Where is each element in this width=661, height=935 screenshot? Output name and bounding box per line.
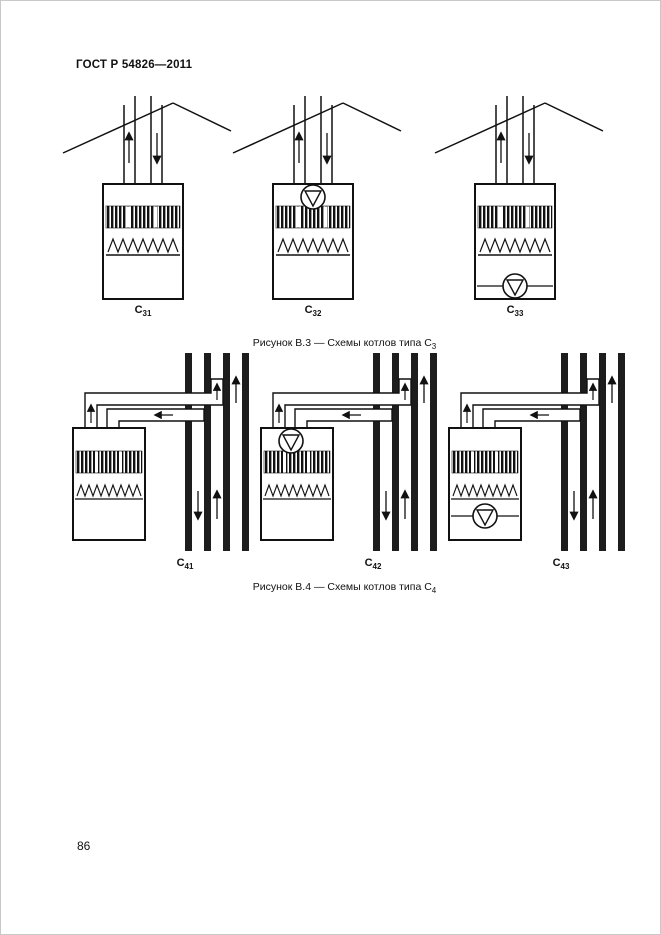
- fan-icon: [472, 503, 498, 529]
- roof-lines: [62, 102, 232, 154]
- diagram-label-c43: С43: [531, 557, 591, 571]
- page-number: 86: [77, 839, 91, 853]
- air-flue-duct-shaft: [185, 353, 249, 551]
- diagram-c31: [61, 89, 236, 324]
- duct-flow-arrows: [381, 375, 429, 521]
- caption-text: Рисунок В.4 — Схемы котлов типа С: [252, 581, 432, 593]
- diagram-label-c31: С31: [113, 304, 173, 318]
- connecting-pipes: [84, 378, 224, 429]
- caption-subscript: 4: [431, 586, 437, 596]
- fan-icon: [300, 184, 326, 210]
- label-base: С: [134, 304, 143, 316]
- diagram-c43: [439, 353, 634, 583]
- figure-b3-caption: Рисунок В.3 — Схемы котлов типа С3: [1, 337, 660, 351]
- diagram-label-c42: С42: [343, 557, 403, 571]
- label-base: С: [364, 557, 373, 569]
- air-flue-duct-shaft: [561, 353, 625, 551]
- pipe-flow-arrows: [86, 382, 222, 423]
- label-subscript: 41: [184, 562, 194, 572]
- air-flue-duct-shaft: [373, 353, 437, 551]
- diagram-label-c33: С33: [485, 304, 545, 318]
- label-base: С: [506, 304, 515, 316]
- diagram-c41: [63, 353, 258, 583]
- caption-text: Рисунок В.3 — Схемы котлов типа С: [252, 337, 432, 349]
- boiler-body: [72, 427, 146, 541]
- flue-flow-arrows: [124, 131, 162, 165]
- label-subscript: 31: [142, 309, 152, 319]
- diagram-label-c32: С32: [283, 304, 343, 318]
- label-subscript: 43: [560, 562, 570, 572]
- concentric-flue-pipes: [293, 96, 333, 184]
- boiler-body: [102, 183, 184, 300]
- diagram-c33: [433, 89, 608, 324]
- roof-lines: [434, 102, 604, 154]
- duct-flow-arrows: [569, 375, 617, 521]
- fan-icon: [502, 273, 528, 299]
- fan-icon: [278, 428, 304, 454]
- pipe-flow-arrows: [462, 382, 598, 423]
- document-header: ГОСТ Р 54826—2011: [76, 59, 193, 71]
- connecting-pipes: [272, 378, 412, 429]
- duct-flow-arrows: [193, 375, 241, 521]
- label-subscript: 32: [312, 309, 322, 319]
- label-base: С: [552, 557, 561, 569]
- label-subscript: 33: [514, 309, 524, 319]
- flue-flow-arrows: [294, 131, 332, 165]
- connecting-pipes: [460, 378, 600, 429]
- diagram-label-c41: С41: [155, 557, 215, 571]
- diagram-c42: [251, 353, 446, 583]
- concentric-flue-pipes: [495, 96, 535, 184]
- pipe-flow-arrows: [274, 382, 410, 423]
- concentric-flue-pipes: [123, 96, 163, 184]
- flue-flow-arrows: [496, 131, 534, 165]
- label-base: С: [304, 304, 313, 316]
- label-subscript: 42: [372, 562, 382, 572]
- caption-subscript: 3: [431, 342, 437, 352]
- figure-b4-caption: Рисунок В.4 — Схемы котлов типа С4: [1, 581, 660, 595]
- label-base: С: [176, 557, 185, 569]
- diagram-c32: [231, 89, 406, 324]
- roof-lines: [232, 102, 402, 154]
